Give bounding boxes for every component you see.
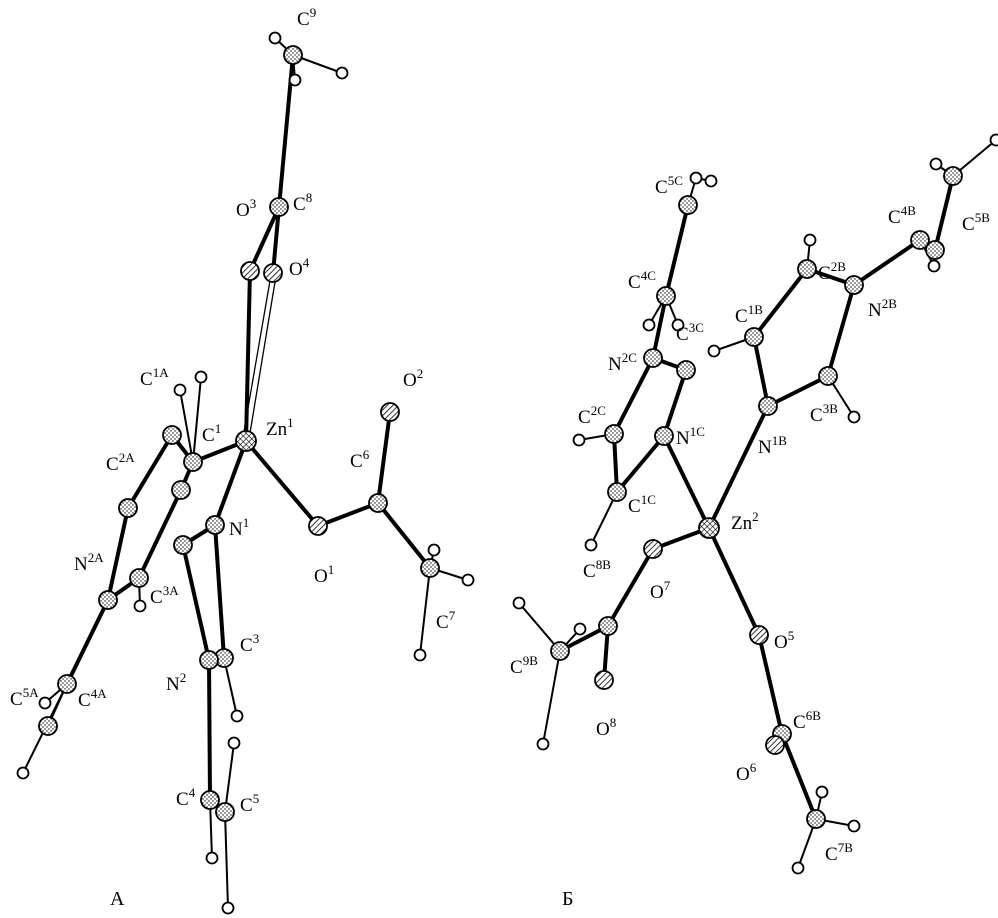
panel-label-b: Б: [562, 888, 573, 910]
molecule-a-labels: C9 O3 C8 O4 O2 C1A Zn1 C1 C6 C2A N1 N2A …: [10, 5, 456, 816]
label-o6: O6: [736, 760, 757, 785]
molecule-a-atoms: [16, 31, 475, 915]
molecule-b: C5C C4B C5B C2B C4C C1B N2B C3C N2C C3B …: [510, 133, 998, 875]
label-c8: C8: [293, 190, 312, 215]
label-o8: O8: [596, 715, 616, 740]
label-zn2: Zn2: [731, 509, 759, 534]
label-c3a: C3A: [150, 583, 179, 608]
label-c5b: C5B: [962, 210, 990, 235]
label-o3: O3: [236, 196, 256, 221]
label-c7b: C7B: [825, 840, 853, 865]
label-c1b: C1B: [735, 302, 763, 327]
label-c1: C1: [202, 421, 221, 446]
label-o2: O2: [403, 366, 423, 391]
label-n2b: N2B: [868, 296, 897, 321]
label-c4a: C4A: [78, 686, 107, 711]
label-c3b: C3B: [810, 401, 838, 426]
label-n2c: N2C: [608, 350, 637, 375]
molecule-a-bonds: [22, 37, 469, 909]
label-n2: N2: [166, 670, 186, 695]
label-c2b: C2B: [818, 259, 846, 284]
label-c6: C6: [350, 447, 370, 472]
label-c8b: C8B: [583, 557, 611, 582]
label-zn1: Zn1: [266, 415, 294, 440]
label-n1: N1: [229, 515, 249, 540]
label-n1c: N1C: [676, 424, 705, 449]
molecule-b-atoms: [512, 133, 998, 875]
panel-label-a: А: [110, 888, 125, 910]
label-c4: C4: [176, 785, 196, 810]
label-c3c: C3C: [676, 320, 704, 345]
label-c2c: C2C: [578, 403, 606, 428]
label-c9: C9: [297, 5, 316, 30]
molecule-b-bonds: [518, 139, 997, 869]
label-c5a: C5A: [10, 685, 39, 710]
label-n2a: N2A: [74, 550, 104, 575]
label-c4b: C4B: [888, 203, 916, 228]
label-c6b: C6B: [793, 708, 821, 733]
label-c2a: C2A: [106, 450, 135, 475]
label-o1: O1: [314, 562, 334, 587]
label-c9b: C9B: [510, 653, 538, 678]
label-c7: C7: [436, 608, 456, 633]
label-c5c: C5C: [655, 173, 683, 198]
label-c1a: C1A: [140, 365, 169, 390]
label-o7: O7: [650, 578, 671, 603]
label-n1b: N1B: [758, 433, 787, 458]
molecule-a: C9 O3 C8 O4 O2 C1A Zn1 C1 C6 C2A N1 N2A …: [10, 5, 475, 915]
molecule-b-labels: C5C C4B C5B C2B C4C C1B N2B C3C N2C C3B …: [510, 173, 990, 865]
label-o4: O4: [289, 255, 310, 280]
label-o5: O5: [774, 628, 794, 653]
label-c5: C5: [240, 791, 259, 816]
label-c4c: C4C: [628, 268, 656, 293]
label-c1c: C1C: [628, 492, 656, 517]
label-c3: C3: [240, 631, 259, 656]
